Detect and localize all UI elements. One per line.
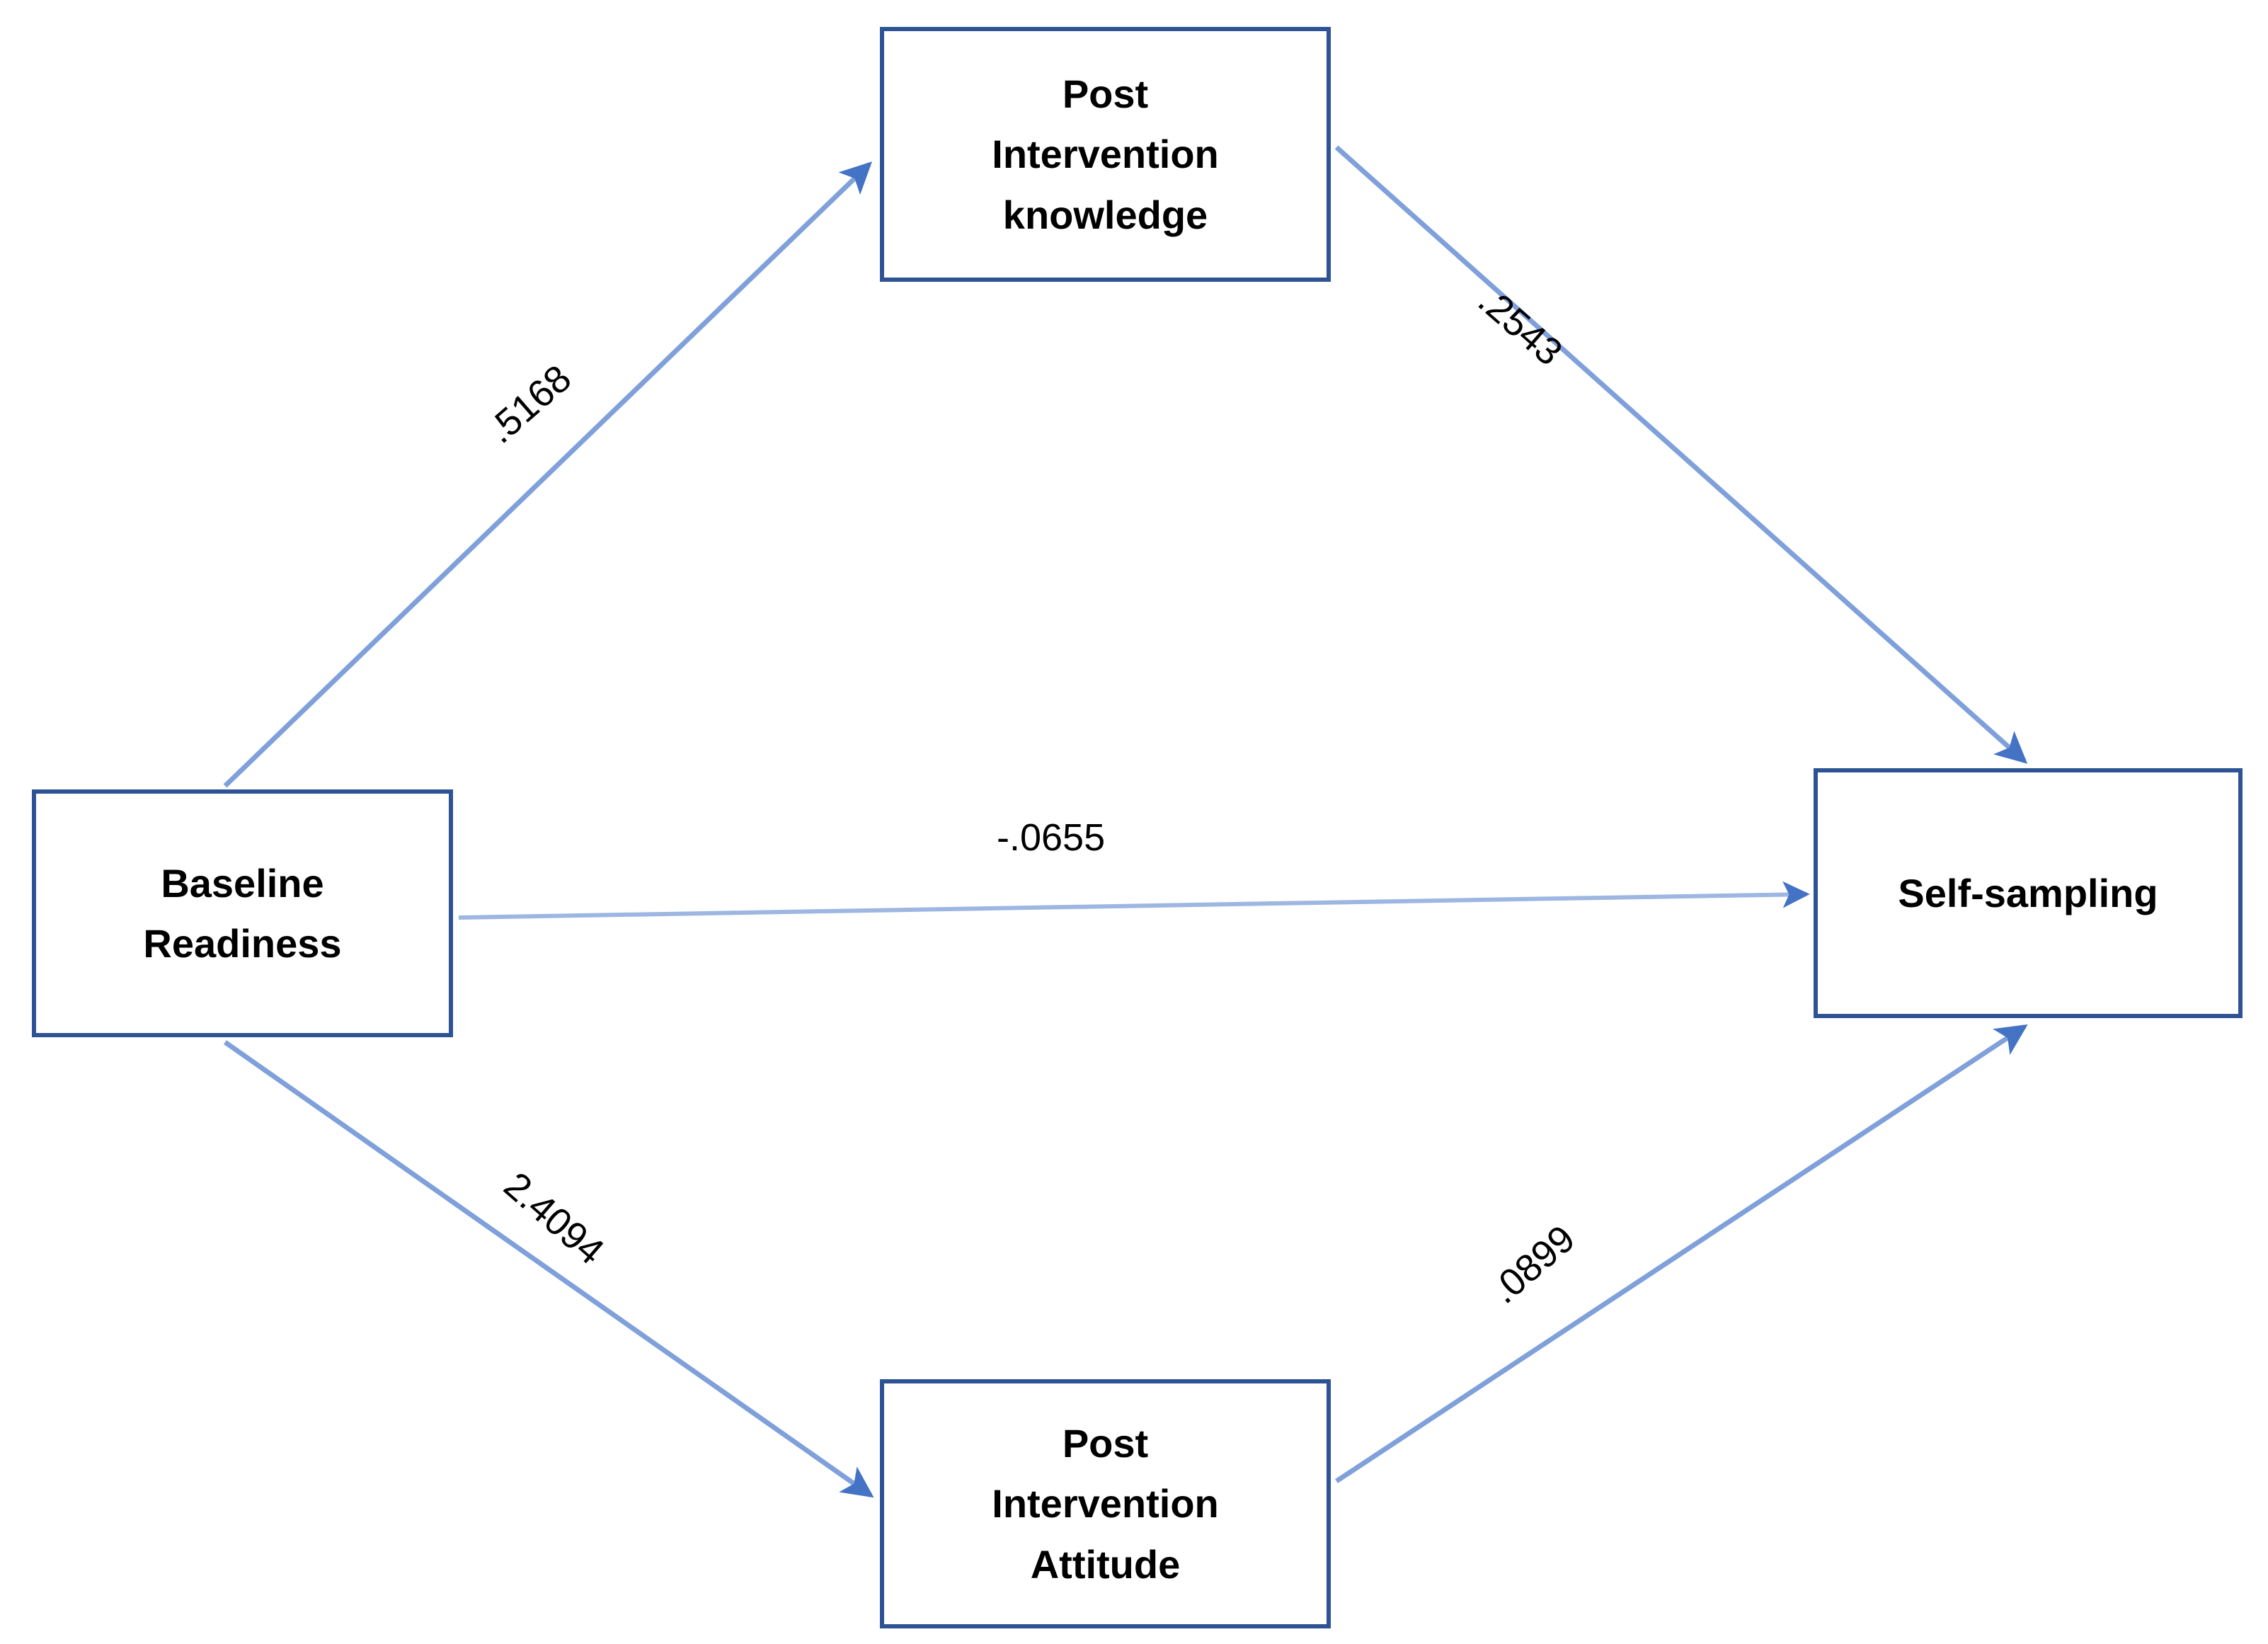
- edge-attitude-to-selfsampling: [1335, 1024, 2028, 1483]
- node-baseline-readiness[interactable]: Baseline Readiness: [32, 789, 453, 1037]
- node-post-intervention-attitude[interactable]: Post Intervention Attitude: [880, 1379, 1331, 1628]
- node-post-intervention-knowledge[interactable]: Post Intervention knowledge: [880, 27, 1331, 282]
- node-label-post-intervention-knowledge: Post Intervention knowledge: [992, 72, 1219, 237]
- edge-label-baseline-to-selfsampling: -.0655: [997, 816, 1106, 859]
- node-self-sampling[interactable]: Self-sampling: [1814, 768, 2243, 1018]
- node-label-self-sampling: Self-sampling: [1898, 870, 2158, 915]
- node-label-baseline-readiness: Baseline Readiness: [143, 860, 342, 966]
- node-label-post-intervention-attitude: Post Intervention Attitude: [992, 1421, 1219, 1587]
- edge-baseline-to-selfsampling: [458, 881, 1810, 920]
- edge-baseline-to-attitude: [223, 1040, 874, 1498]
- edge-baseline-to-knowledge: [223, 161, 873, 788]
- edge-knowledge-to-selfsampling: [1334, 145, 2028, 764]
